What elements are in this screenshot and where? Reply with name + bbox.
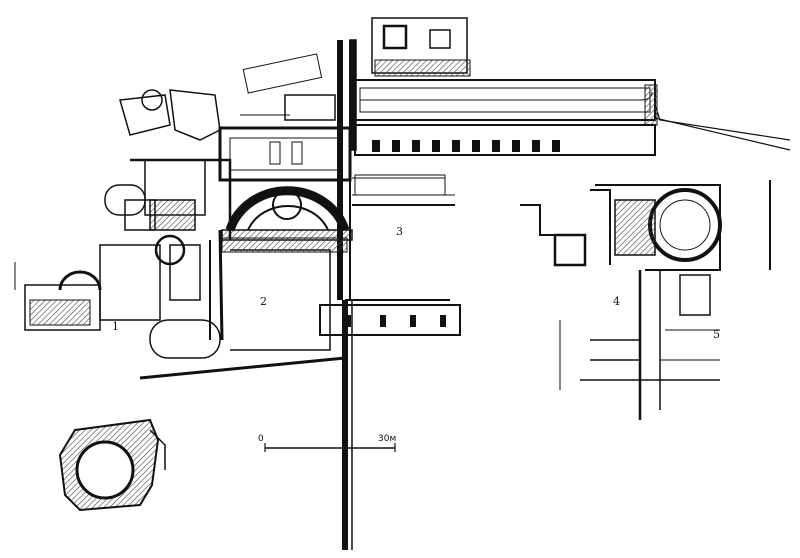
east-bath-complex (520, 180, 771, 420)
area-labels: 1 2 3 4 5 (112, 225, 720, 341)
scale-start-label: 0 (258, 434, 264, 444)
area-label-1: 1 (112, 320, 119, 333)
north-towers (349, 17, 471, 151)
north-colonnade-building (354, 79, 791, 156)
detached-rotunda (58, 418, 166, 512)
central-hemicycle-complex (218, 40, 353, 300)
area-label-4: 4 (613, 295, 620, 308)
portico-street-area-3 (319, 174, 461, 550)
west-bath-complex (14, 89, 232, 359)
scale-bar-ticks (264, 443, 396, 452)
scale-bar: 0 30м (258, 434, 396, 452)
area-label-3: 3 (396, 225, 403, 238)
courtyard-area-2 (139, 229, 348, 380)
area-label-5: 5 (713, 328, 720, 341)
scale-end-label: 30м (378, 434, 396, 444)
area-label-2: 2 (260, 295, 267, 308)
